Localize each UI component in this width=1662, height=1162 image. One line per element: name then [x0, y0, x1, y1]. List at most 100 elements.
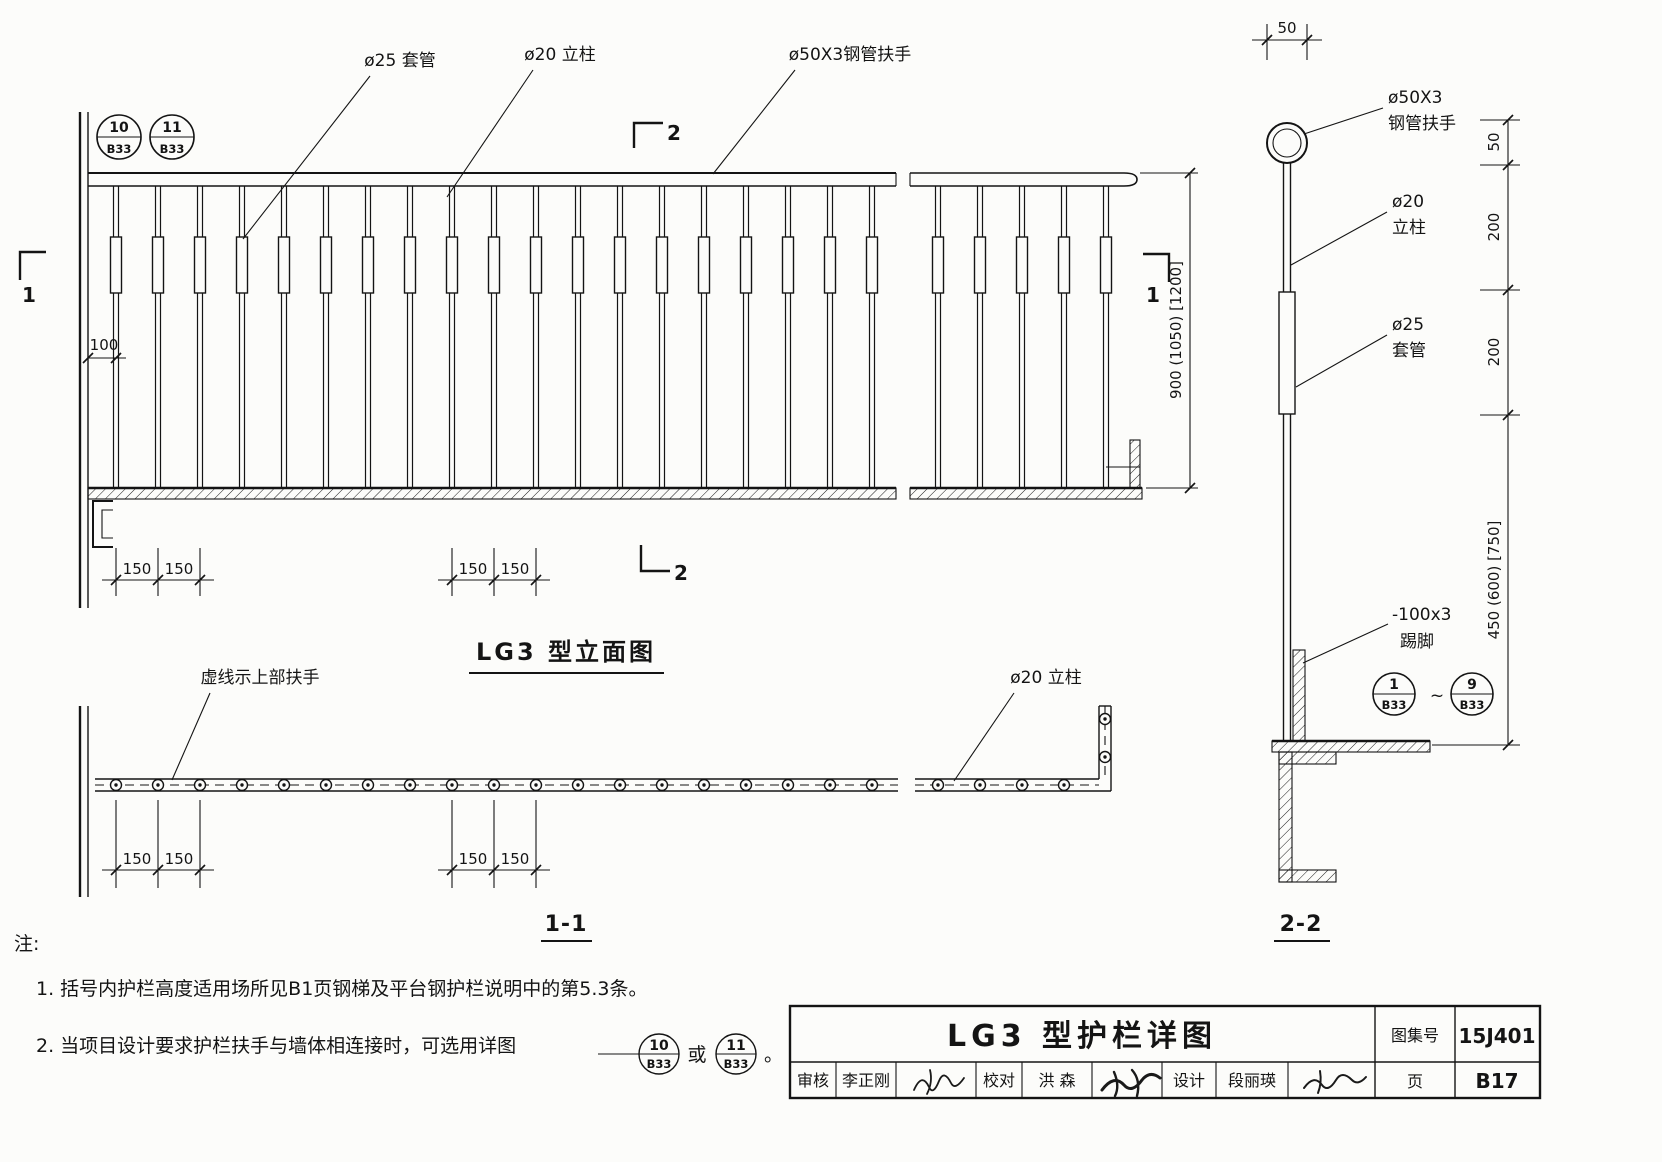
dim-chain-section: 50 200 200 450 (600) [750]	[1432, 114, 1520, 751]
elevation-title: LG3 型立面图	[469, 638, 664, 674]
atlas-label: 图集号	[1391, 1026, 1439, 1045]
plan-title: 1-1	[541, 912, 592, 942]
dim-150-label: 150	[501, 560, 530, 578]
marker-1-right-label: 1	[1146, 283, 1160, 307]
sleeve-section-label-1: ø25	[1392, 315, 1424, 335]
signature-reviewer	[913, 1069, 965, 1095]
notes: 注: 1. 括号内护栏高度适用场所见B1页钢梯及平台钢护栏说明中的第5.3条。 …	[14, 933, 783, 1075]
atlas-number: 15J401	[1458, 1024, 1535, 1048]
section-marker-1-left: 1	[18, 250, 46, 307]
page-number: B17	[1475, 1069, 1518, 1093]
title-block: LG3 型护栏详图 图集号 15J401 页 B17 审核 李正刚 校对 洪 森…	[788, 1004, 1542, 1100]
section-marker-2-bottom: 2	[639, 545, 688, 585]
dim-50-label: 50	[1485, 132, 1503, 151]
callout-post-section: ø20 立柱	[1290, 192, 1426, 266]
notes-heading: 注:	[14, 933, 39, 955]
kick-section-label-1: -100x3	[1392, 605, 1451, 625]
signature-designer	[1303, 1070, 1367, 1094]
dim-height-elevation: 900 (1050) [1200]	[1140, 167, 1198, 494]
callout-post-plan: ø20 立柱	[953, 668, 1082, 782]
end-toe-plate	[1129, 439, 1141, 489]
kick-section-label-2: 踢脚	[1400, 632, 1434, 652]
dim-200-label: 200	[1485, 213, 1503, 242]
dim-150-label: 150	[501, 850, 530, 868]
kick-plate-section	[1292, 649, 1306, 742]
section-marker-2-top: 2	[632, 121, 681, 148]
note-bubble-11-page: B33	[724, 1057, 749, 1071]
dim-top-label: 50	[1277, 19, 1296, 37]
callout-handrail: ø50X3钢管扶手	[712, 45, 912, 175]
rail-return-plan	[1098, 705, 1112, 791]
marker-2-top-label: 2	[667, 121, 681, 145]
callout-sleeve-section: ø25 套管	[1295, 315, 1426, 388]
bubble-1-page: B33	[1382, 698, 1407, 712]
handrail-elevation	[88, 172, 1138, 187]
tilde-separator: ~	[1430, 686, 1444, 706]
detail-bubble-9: 9 B33	[1450, 672, 1494, 716]
note-bubble-10-number: 10	[649, 1038, 669, 1054]
bubble-10-number: 10	[109, 120, 129, 136]
note-period: 。	[764, 1044, 783, 1066]
dim-100-label: 100	[90, 336, 119, 354]
balusters-elevation	[109, 185, 1141, 489]
note-2: 2. 当项目设计要求护栏扶手与墙体相连接时，可选用详图	[36, 1035, 516, 1057]
post-section-label-1: ø20	[1392, 192, 1424, 212]
elevation-view: 10 B33 11 B33 ø25 套管 ø20 立柱 ø50X3钢管扶手 2 …	[18, 45, 1198, 674]
dim-group-plan-mid: 150 150	[438, 800, 550, 888]
dim-group-elev-left: 150 150	[102, 548, 214, 596]
dim-150-label: 150	[123, 560, 152, 578]
detail-bubble-1: 1 B33	[1372, 672, 1416, 716]
bubble-9-number: 9	[1467, 677, 1477, 693]
dim-group-plan-left: 150 150	[102, 800, 214, 888]
dim-top-50: 50	[1252, 19, 1322, 60]
handrail-section-label-1: ø50X3	[1388, 88, 1443, 108]
bubble-10-page: B33	[107, 142, 132, 156]
checker-name: 洪 森	[1038, 1071, 1075, 1090]
note-or: 或	[687, 1044, 706, 1066]
plan-title-text: 1-1	[545, 912, 588, 937]
note-bubble-11: 11 B33	[715, 1033, 757, 1075]
dim-offset-100: 100	[82, 336, 126, 364]
elevation-title-text: LG3 型立面图	[476, 638, 656, 666]
dim-150-label: 150	[459, 560, 488, 578]
handrail-section-label-2: 钢管扶手	[1388, 114, 1456, 134]
floor-slab-elevation	[87, 486, 1143, 500]
sleeve-section	[1278, 291, 1296, 415]
sleeve-label: ø25 套管	[364, 51, 435, 71]
dim-150-label: 150	[165, 560, 194, 578]
marker-2-bottom-label: 2	[674, 561, 688, 585]
note-bubble-10: 10 B33	[638, 1033, 680, 1075]
checker-label: 校对	[983, 1071, 1015, 1090]
dashed-handrail-label: 虚线示上部扶手	[201, 668, 320, 688]
wall-lines	[78, 112, 89, 608]
post-section	[1278, 162, 1296, 741]
wall-lines-plan	[78, 706, 89, 897]
bubble-11-page: B33	[160, 142, 185, 156]
reviewer-label: 审核	[797, 1071, 829, 1090]
handrail-label: ø50X3钢管扶手	[789, 45, 912, 65]
callout-dashed-handrail: 虚线示上部扶手	[171, 668, 320, 781]
callout-kick-section: -100x3 踢脚	[1302, 605, 1451, 664]
bubble-9-page: B33	[1460, 698, 1485, 712]
drawing-title: LG3 型护栏详图	[947, 1019, 1217, 1054]
dim-height-label: 900 (1050) [1200]	[1167, 261, 1185, 399]
signature-checker	[1100, 1068, 1162, 1098]
detail-bubble-10: 10 B33	[96, 114, 142, 160]
designer-name: 段丽瑛	[1228, 1071, 1276, 1090]
reviewer-name: 李正刚	[842, 1071, 890, 1090]
plan-view: 虚线示上部扶手 ø20 立柱 150 150 150 150 1-1	[78, 668, 1112, 942]
callout-sleeve: ø25 套管	[242, 51, 436, 240]
note-bubble-11-number: 11	[726, 1038, 745, 1054]
sleeve-section-label-2: 套管	[1392, 341, 1426, 361]
note-bubble-10-page: B33	[647, 1057, 672, 1071]
post-plan-label: ø20 立柱	[1010, 668, 1081, 688]
bubble-11-number: 11	[162, 120, 181, 136]
channel-beam-section	[1278, 751, 1337, 883]
note-1: 1. 括号内护栏高度适用场所见B1页钢梯及平台钢护栏说明中的第5.3条。	[36, 978, 648, 1000]
page-label: 页	[1407, 1072, 1423, 1091]
designer-label: 设计	[1173, 1071, 1205, 1090]
dim-150-label: 150	[165, 850, 194, 868]
channel-beam-elevation	[92, 500, 113, 548]
floor-slab-section	[1271, 739, 1431, 753]
